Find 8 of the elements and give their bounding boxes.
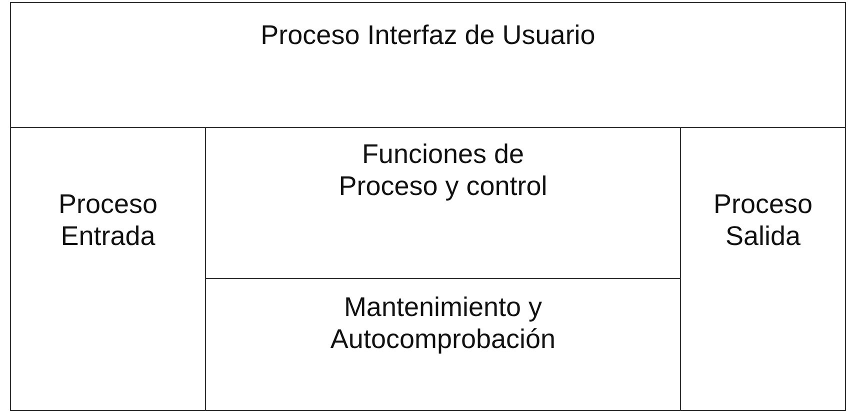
- process-box: [10, 127, 206, 411]
- box-label: Funciones de Proceso y control: [338, 138, 548, 202]
- process-box: [10, 2, 846, 128]
- box-label: Proceso Salida: [712, 188, 814, 252]
- box-label: Proceso Entrada: [57, 188, 159, 252]
- process-box: [680, 127, 846, 411]
- box-label: Proceso Interfaz de Usuario: [260, 19, 596, 51]
- box-label: Mantenimiento y Autocomprobación: [329, 291, 557, 355]
